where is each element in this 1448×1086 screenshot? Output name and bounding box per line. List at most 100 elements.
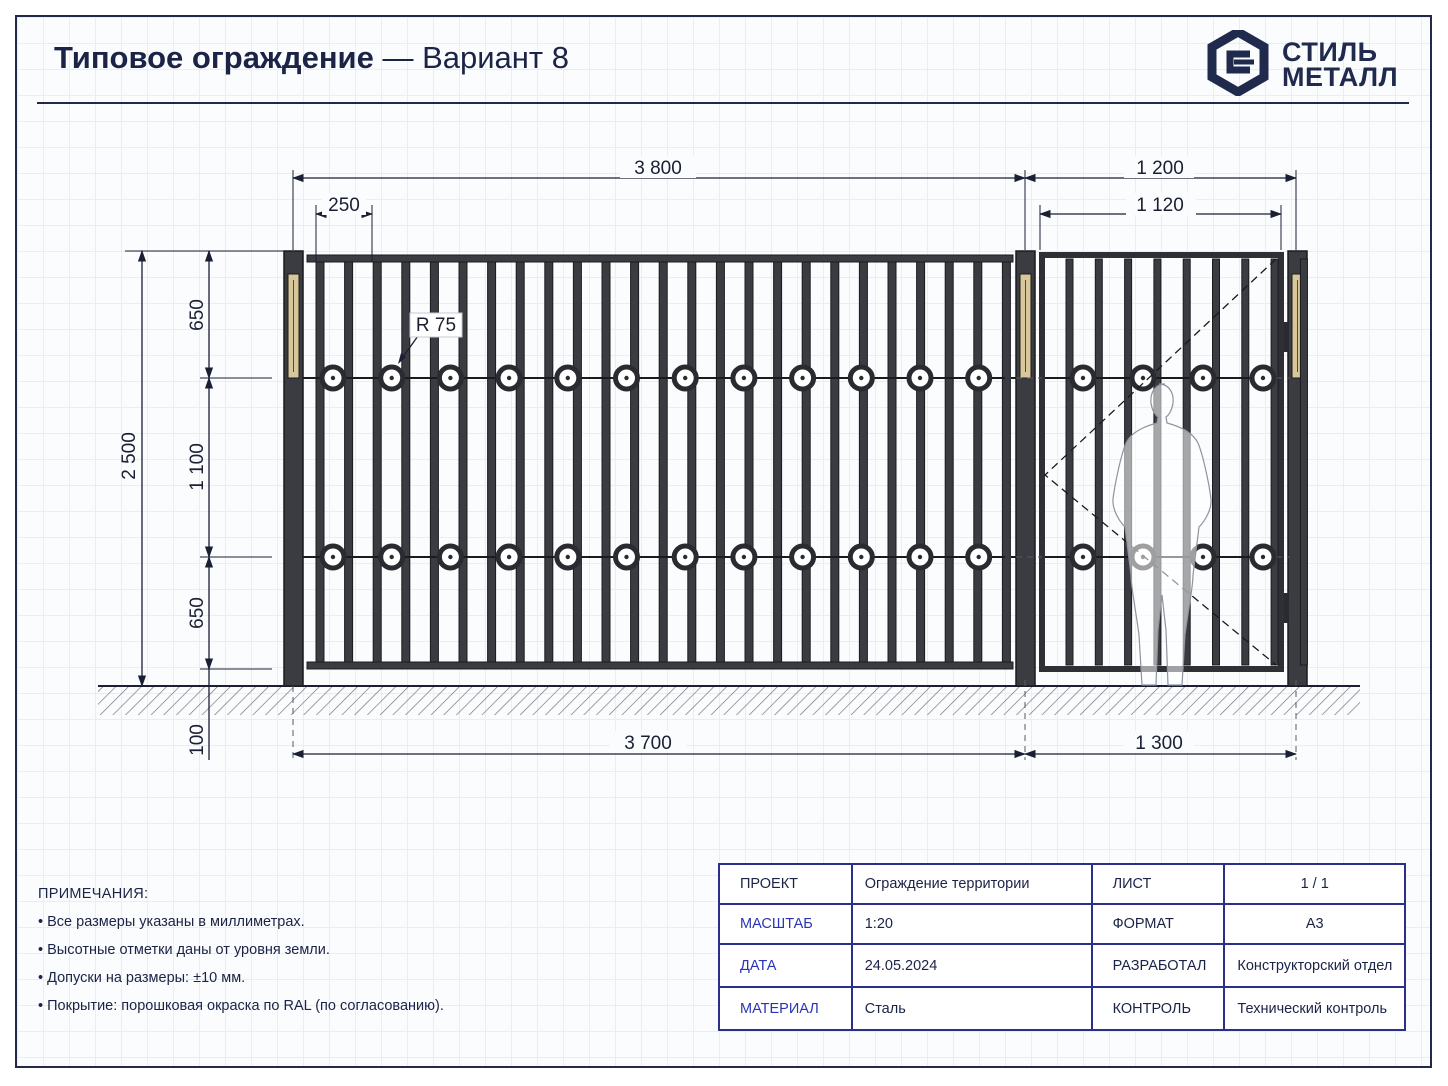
gate-ring-center [1200, 554, 1206, 560]
fence-ring-center [800, 554, 805, 560]
title-block-table: ПРОЕКТ Ограждение территории ЛИСТ 1 / 1 … [718, 863, 1406, 1031]
stamp-key: ПРОЕКТ [718, 863, 853, 905]
post-middle [1015, 250, 1036, 687]
fence-bar [715, 261, 725, 663]
fence-ring-center [741, 554, 747, 560]
notes-heading: ПРИМЕЧАНИЯ: [38, 886, 149, 902]
dim-radius: R 75 [416, 315, 456, 336]
fence-ring-center [859, 554, 864, 560]
stamp-value: А3 [1223, 903, 1406, 945]
fence-bar [830, 261, 840, 663]
stamp-value: 24.05.2024 [850, 943, 1093, 988]
fence-bar [916, 261, 926, 663]
gate-hinge-upper [1281, 322, 1289, 352]
dim-pitch: 250 [328, 195, 360, 216]
fence-bar [887, 261, 897, 663]
gate-bar [1212, 258, 1220, 666]
gate-ring-center [1140, 375, 1146, 381]
note-item: Высотные отметки даны от уровня земли. [38, 936, 444, 964]
fence-bar [401, 261, 411, 663]
title-divider [37, 102, 1409, 104]
gate-ring-center [1200, 375, 1206, 381]
dim-top-left: 3 800 [634, 158, 682, 179]
note-item: Все размеры указаны в миллиметрах. [38, 908, 444, 936]
stamp-value: Сталь [850, 986, 1093, 1031]
fence-ring-center [800, 375, 805, 381]
fence-ring-center [976, 375, 981, 381]
fence-ring-center [330, 375, 336, 381]
table-row: МАСШТАБ 1:20 ФОРМАТ А3 [718, 903, 1406, 945]
notes-block: ПРИМЕЧАНИЯ: Все размеры указаны в миллим… [38, 880, 444, 1020]
post-left [283, 250, 304, 687]
fence-ring-center [741, 375, 747, 381]
fence-bar [315, 261, 325, 663]
gate-bar [1065, 258, 1074, 666]
dim-upper: 650 [187, 299, 208, 331]
panel-top-rail [306, 254, 1014, 263]
dim-top-right: 1 200 [1136, 158, 1184, 179]
fence-bar [572, 261, 582, 663]
panel-bars [315, 261, 1011, 663]
stamp-key: РАЗРАБОТАЛ [1090, 943, 1226, 988]
fence-ring-center [506, 554, 512, 560]
dim-total-height: 2 500 [119, 432, 140, 480]
gate-ring-center [1080, 375, 1086, 381]
fence-bar [372, 261, 382, 663]
stamp-key: КОНТРОЛЬ [1090, 986, 1226, 1031]
stamp-key: МАСШТАБ [718, 903, 853, 945]
brand-logo-icon [1207, 30, 1269, 96]
fence-bar [344, 261, 354, 663]
fence-bar [744, 261, 754, 663]
level-lines [292, 377, 1297, 760]
fence-ring-center [859, 375, 864, 381]
fence-bar [544, 261, 554, 663]
gate-ring-center [1260, 375, 1266, 381]
gate-bar [1094, 258, 1103, 666]
fence-bar [658, 261, 668, 663]
fence-bar [630, 261, 640, 663]
stamp-value: 1:20 [850, 903, 1093, 945]
dim-lower: 650 [187, 597, 208, 629]
gate-ring-center [1080, 554, 1086, 560]
ground-hatch [98, 687, 1360, 715]
human-silhouette-icon [1112, 383, 1212, 686]
fence-bar [429, 261, 439, 663]
note-item: Покрытие: порошковая окраска по RAL (по … [38, 992, 444, 1020]
note-item: Допуски на размеры: ±10 мм. [38, 964, 444, 992]
fence-ring-center [624, 554, 629, 560]
fence-bar [773, 261, 783, 663]
fence-ring-center [683, 554, 688, 560]
dim-gate-inner: 1 120 [1136, 195, 1184, 216]
stamp-value: Технический контроль [1223, 986, 1406, 1031]
gate-frame [1039, 252, 1284, 672]
fence-bar [687, 261, 697, 663]
gate-bar [1299, 258, 1308, 666]
gate-bar [1241, 258, 1250, 666]
fence-bar [458, 261, 468, 663]
radius-leader-arrow [398, 353, 406, 364]
gate-ring-center [1260, 554, 1266, 560]
fence-ring-center [565, 554, 570, 560]
dim-bottom-right: 1 300 [1135, 733, 1183, 754]
stamp-key: МАТЕРИАЛ [718, 986, 853, 1031]
fence-bar [801, 261, 811, 663]
fence-ring-center [330, 554, 336, 560]
fence-ring-center [506, 375, 512, 381]
dim-middle: 1 100 [187, 443, 208, 491]
gate-hinge-lower [1281, 593, 1289, 623]
fence-bar [944, 261, 954, 663]
fence-ring-center [448, 554, 453, 560]
stamp-key: ФОРМАТ [1090, 903, 1226, 945]
fence-bar [973, 261, 983, 663]
fence-bar [487, 261, 497, 663]
fence-ring-center [683, 375, 688, 381]
gate-swing-line [1044, 258, 1277, 666]
fence-bar [858, 261, 868, 663]
stamp-key: ЛИСТ [1090, 863, 1226, 905]
fence-ring-center [565, 375, 570, 381]
fence-ring-center [976, 554, 981, 560]
table-row: ДАТА 24.05.2024 РАЗРАБОТАЛ Конструкторск… [718, 943, 1406, 988]
fence-ring-center [389, 375, 394, 381]
stamp-value: 1 / 1 [1223, 863, 1406, 905]
